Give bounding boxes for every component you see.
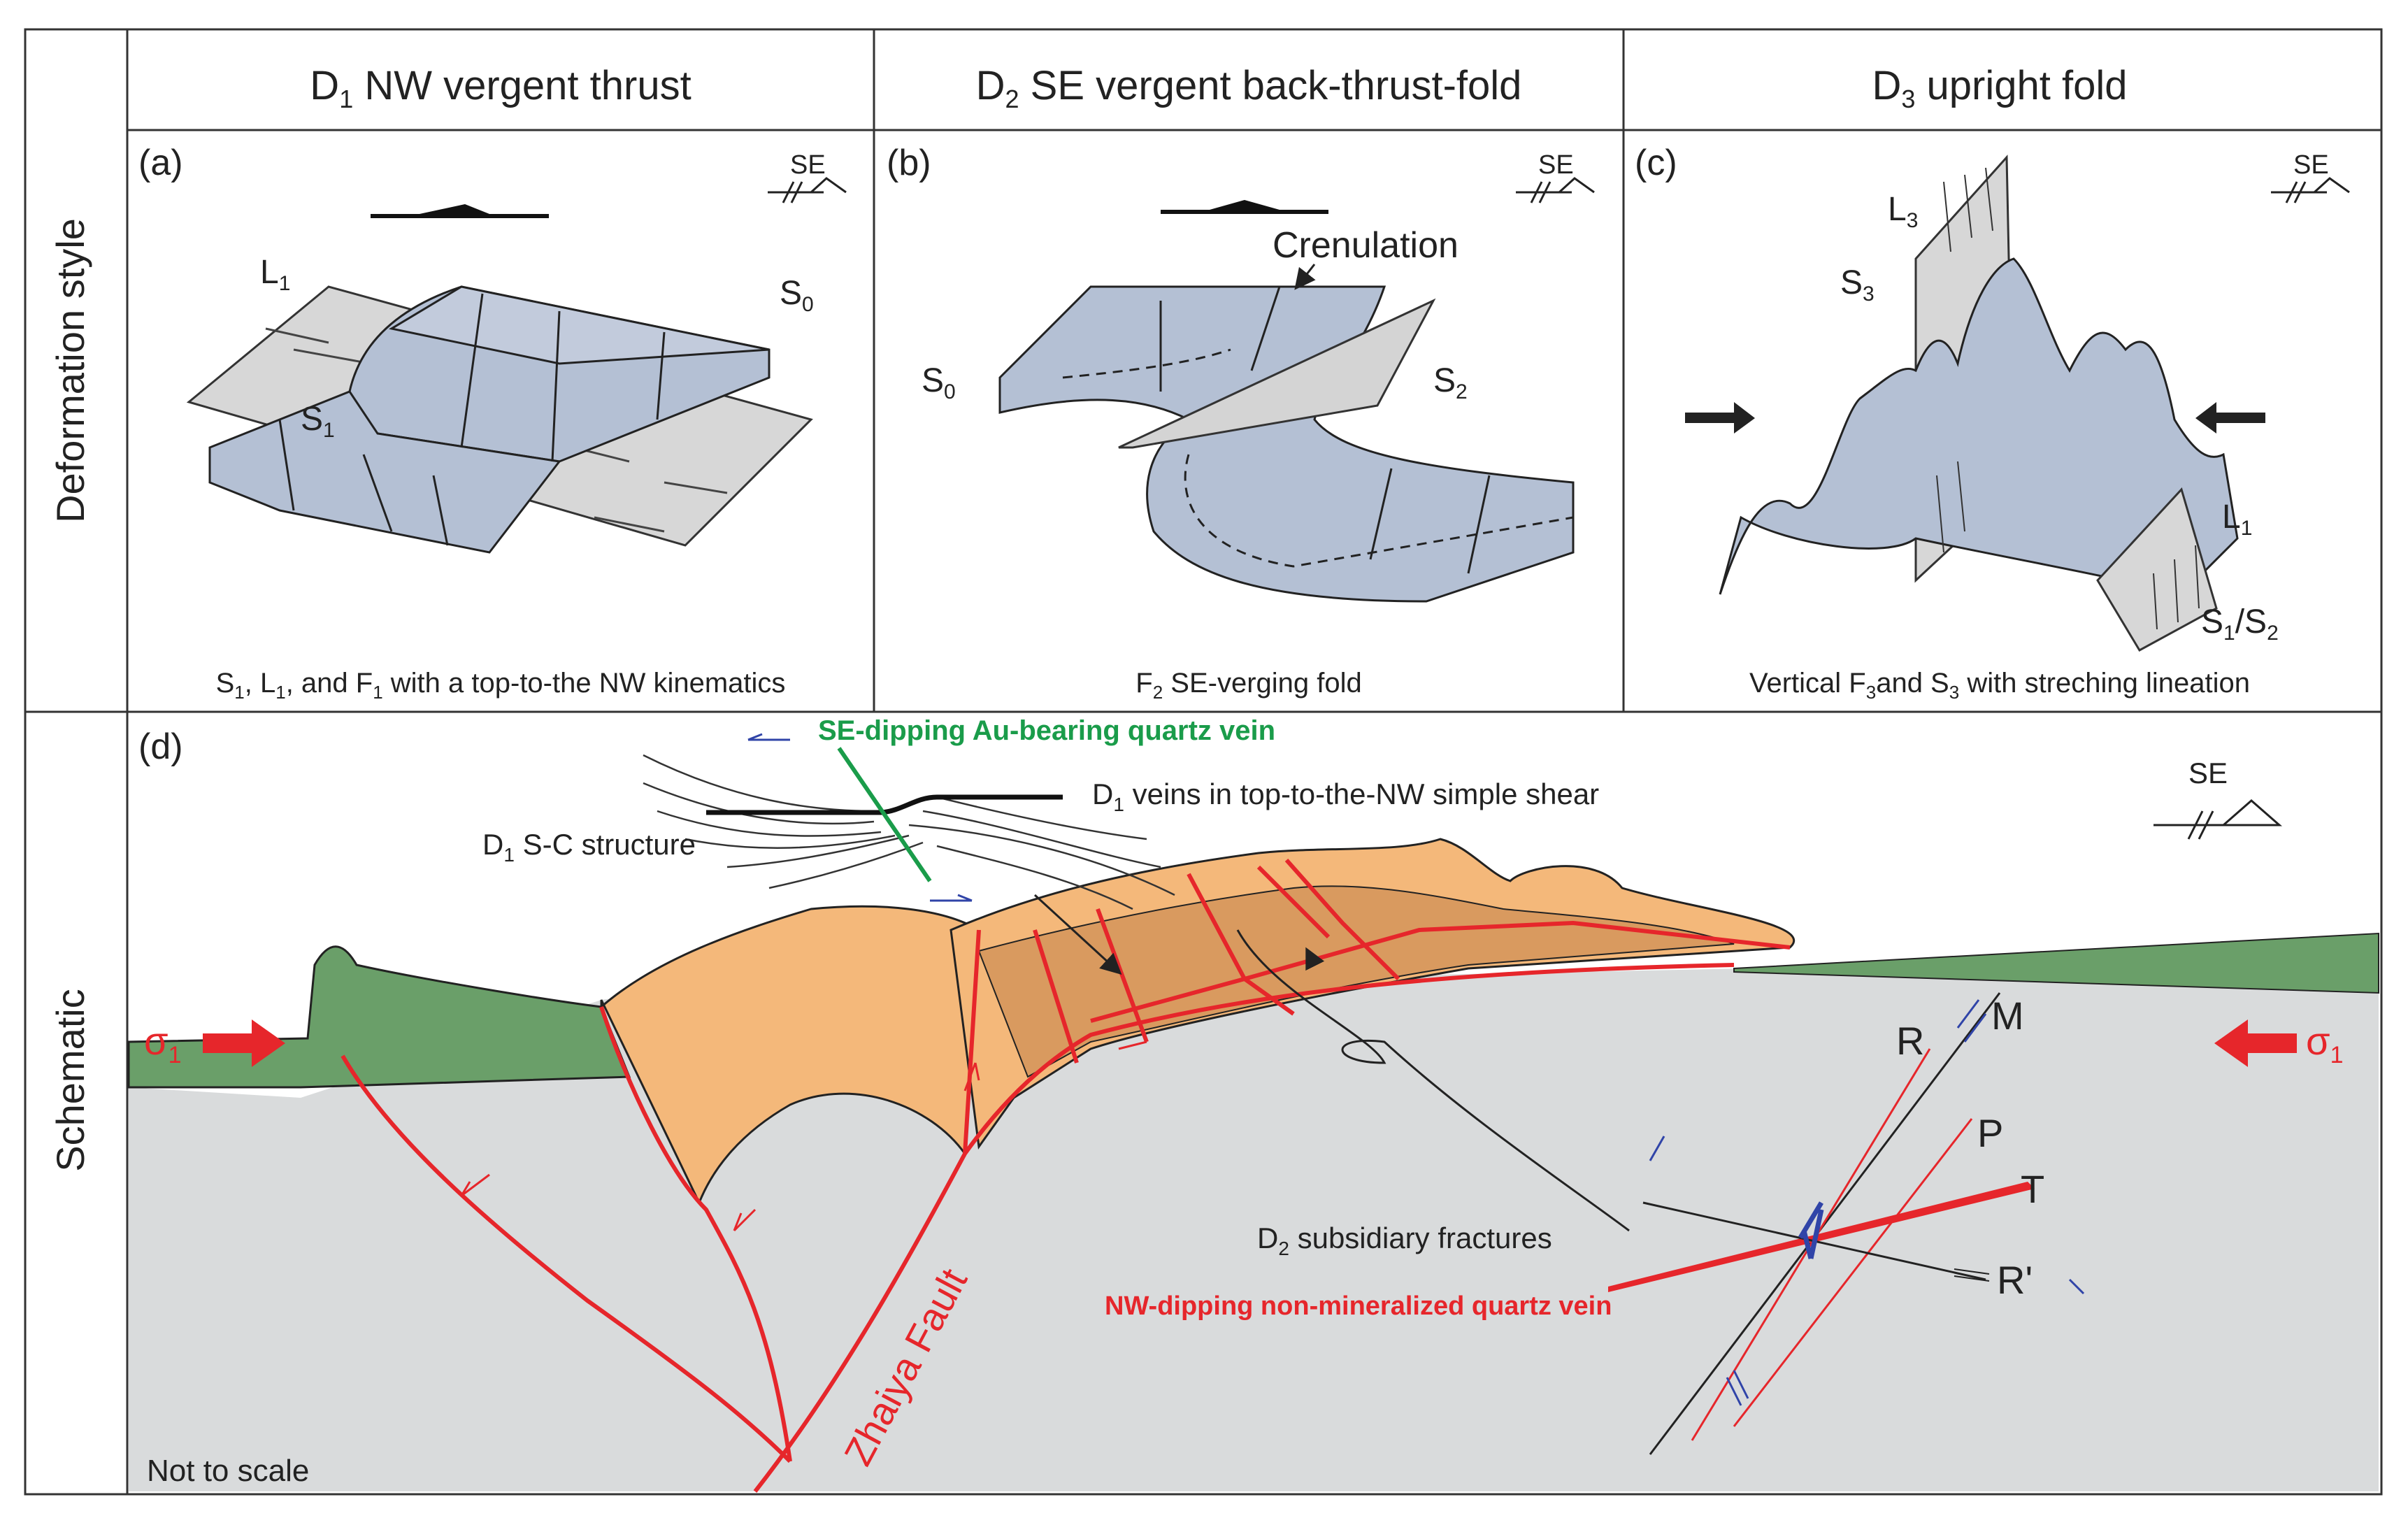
- panel-a-caption: S1, L1, and F1 with a top-to-the NW kine…: [216, 668, 786, 703]
- svg-text:SE: SE: [1538, 150, 1574, 180]
- header-d1: D1 NW vergent thrust: [310, 63, 691, 113]
- panel-b-label-s0: S0: [922, 362, 956, 403]
- sigma1-arrow-right: [2214, 1019, 2297, 1067]
- panel-a-motion-arrow: [371, 204, 549, 218]
- label-d2-fractures: D2 subsidiary fractures: [1257, 1222, 1552, 1259]
- panel-c-label-s1s2: S1/S2: [2201, 603, 2279, 645]
- panel-d: (d) SE: [127, 715, 2379, 1493]
- d1-vein-black: [706, 794, 1063, 815]
- riedel-label-rprime: R': [1997, 1258, 2033, 1302]
- panel-b-motion-arrow: [1161, 200, 1328, 214]
- panel-c-label: (c): [1635, 143, 1677, 183]
- riedel-label-t: T: [2021, 1167, 2044, 1211]
- panel-a: (a) SE L1 S0 S1 S1, L1, and F1 with a to…: [138, 143, 847, 703]
- d2-leader: [1236, 929, 1630, 1232]
- riedel-label-p: P: [1977, 1111, 2003, 1155]
- sigma1-arrow-left: [203, 1019, 285, 1067]
- compass-a: SE: [768, 150, 847, 203]
- panel-a-label-l1: L1: [260, 254, 290, 295]
- row-label-deformation-style: Deformation style: [48, 218, 92, 523]
- compass-c: SE: [2271, 150, 2350, 203]
- green-unit-right: [1733, 932, 2379, 994]
- panel-a-label-s1: S1: [301, 401, 335, 442]
- fault-middle: [599, 1006, 792, 1462]
- panel-d-label: (d): [138, 726, 183, 767]
- green-vein: [837, 747, 932, 882]
- panel-b-label: (b): [887, 143, 931, 183]
- fault-zhaiya: [753, 963, 1735, 1493]
- panel-c: (c) SE L3 S3 L1 S1/S2 Vertical F3and S3 …: [1635, 143, 2350, 703]
- sigma1-label-left: σ1: [144, 1019, 181, 1068]
- panel-c-label-s3: S3: [1840, 264, 1875, 306]
- compass-d: SE: [2153, 757, 2282, 840]
- frame: [24, 28, 2383, 1496]
- panel-b-fold: [998, 285, 1575, 603]
- fault-outer: [341, 1054, 792, 1463]
- panel-b-caption: F2 SE-verging fold: [1135, 668, 1362, 703]
- svg-text:SE: SE: [2293, 150, 2329, 180]
- riedel-set: R M P T R': [1608, 992, 2085, 1455]
- sigma1-label-right: σ1: [2306, 1019, 2343, 1068]
- sc-structure: [643, 754, 1175, 910]
- panel-c-compression-arrow-left: [1685, 402, 1755, 434]
- riedel-label-m: M: [1991, 994, 2024, 1038]
- label-d1-sc: D1 S-C structure: [482, 828, 696, 866]
- panel-c-label-l1: L1: [2222, 499, 2252, 540]
- riedel-blue-double-arrow: [1798, 1201, 1824, 1259]
- panel-b-label-crenulation: Crenulation: [1273, 225, 1459, 266]
- green-unit: [127, 945, 631, 1089]
- label-d1-veins: D1 veins in top-to-the-NW simple shear: [1092, 778, 1599, 815]
- header-d3: D3 upright fold: [1872, 63, 2127, 113]
- panel-b: (b) SE Crenulation S0 S2 F2 SE-verging f…: [887, 143, 1595, 703]
- panel-a-label: (a): [138, 143, 183, 183]
- riedel-label-r: R: [1896, 1019, 1924, 1063]
- compass-b: SE: [1516, 150, 1595, 203]
- panel-c-compression-arrow-right: [2195, 402, 2265, 434]
- panel-c-label-l3: L3: [1888, 191, 1918, 232]
- panel-c-caption: Vertical F3and S3 with streching lineati…: [1749, 668, 2250, 703]
- panel-c-folds: [1719, 257, 2239, 596]
- row-label-schematic: Schematic: [48, 989, 92, 1171]
- svg-text:SE: SE: [2188, 757, 2228, 789]
- panel-a-label-s0: S0: [780, 275, 814, 316]
- label-green-vein: SE-dipping Au-bearing quartz vein: [818, 715, 1275, 746]
- label-not-to-scale: Not to scale: [147, 1454, 309, 1488]
- header-d2: D2 SE vergent back-thrust-fold: [976, 63, 1522, 113]
- panel-b-label-s2: S2: [1433, 362, 1468, 403]
- label-red-vein: NW-dipping non-mineralized quartz vein: [1105, 1291, 1612, 1321]
- faults: [341, 859, 1791, 1493]
- svg-text:SE: SE: [790, 150, 826, 180]
